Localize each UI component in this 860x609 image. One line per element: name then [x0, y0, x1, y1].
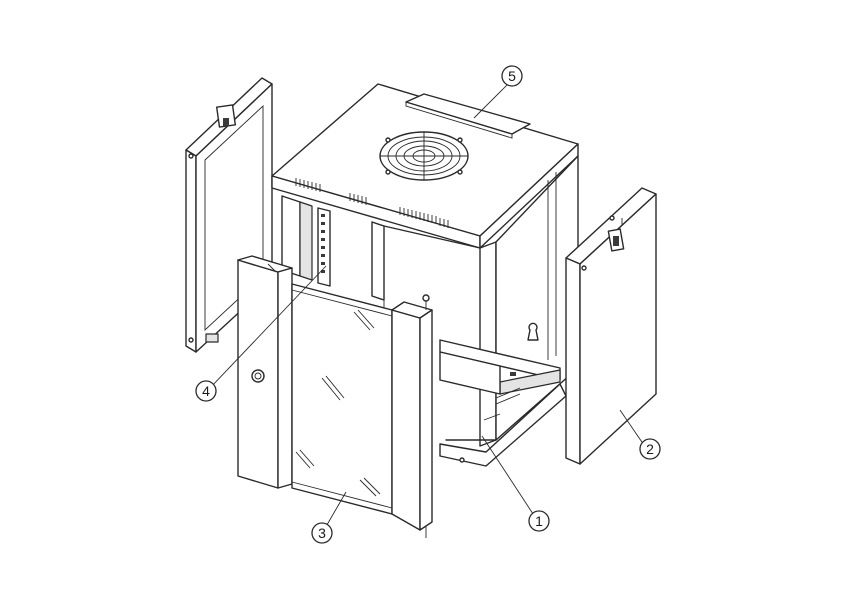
svg-text:1: 1 [535, 513, 543, 529]
svg-text:4: 4 [202, 383, 210, 399]
callout-2: 2 [639, 438, 661, 460]
cabinet-body [271, 83, 579, 467]
callout-5: 5 [501, 65, 523, 87]
front-door [237, 255, 433, 538]
side-panel [565, 187, 657, 465]
callout-3: 3 [311, 522, 333, 544]
leader-lines [209, 79, 647, 531]
lock-icon [251, 369, 265, 383]
keyhole-icon [527, 322, 539, 341]
mounting-rail [317, 207, 331, 287]
callout-4: 4 [195, 380, 217, 402]
front-vent-slots [295, 178, 449, 228]
glass-pane [291, 283, 393, 515]
svg-text:2: 2 [646, 441, 654, 457]
callout-1: 1 [528, 510, 550, 532]
svg-text:5: 5 [508, 68, 516, 84]
fan-icon [379, 131, 469, 181]
svg-text:3: 3 [318, 525, 326, 541]
